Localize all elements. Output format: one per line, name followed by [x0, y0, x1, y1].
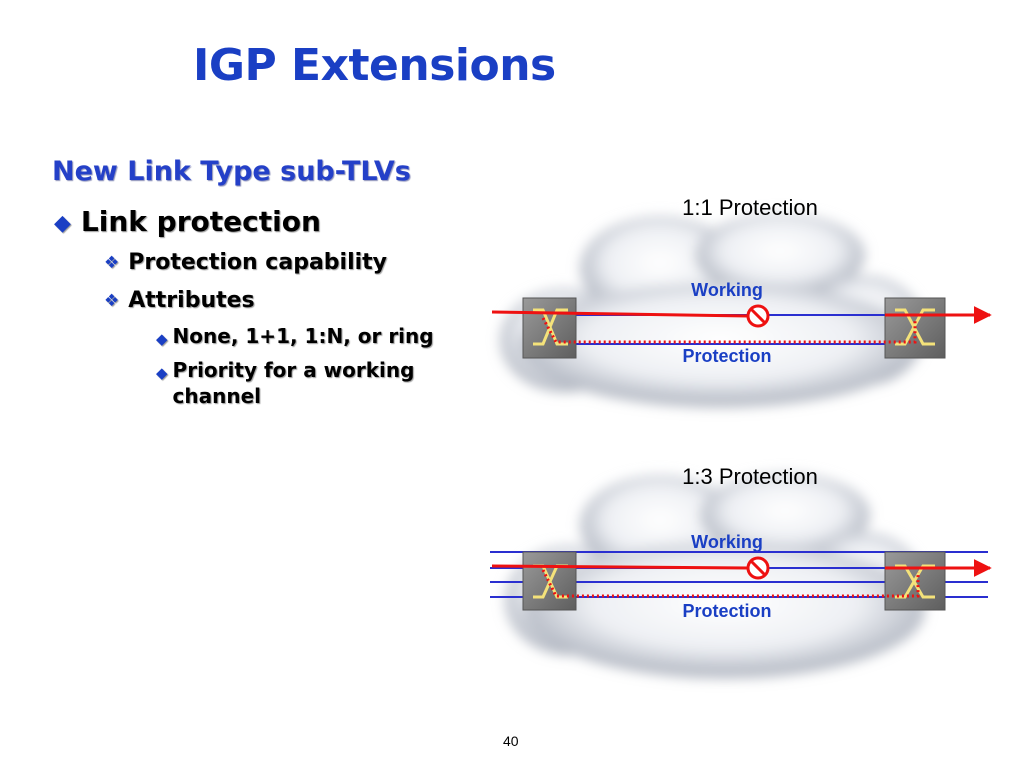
blocked-icon [746, 556, 770, 580]
protection-path [541, 569, 920, 598]
diagram-heading: 1:3 Protection [682, 464, 818, 489]
bullet-attributes: ❖ Attributes [104, 288, 255, 313]
diagram-1-to-3: 1:3 Protection Working Protection [490, 464, 992, 678]
bullet-attribute-types: ◆ None, 1+1, 1:N, or ring [156, 323, 434, 352]
page-number: 40 [503, 733, 519, 749]
diagram-1-to-1: 1:1 Protection Working Protection [491, 195, 992, 407]
section-heading: New Link Type sub-TLVs [52, 156, 411, 187]
diamond-bullet-icon: ◆ [54, 211, 71, 236]
diamond-bullet-icon: ◆ [156, 364, 168, 382]
signal-in [491, 564, 749, 570]
four-diamond-bullet-icon: ❖ [104, 291, 120, 311]
switch-left [522, 551, 577, 611]
four-diamond-bullet-icon: ❖ [104, 253, 120, 273]
protection-path [541, 317, 917, 344]
signal-in [491, 310, 749, 318]
blocked-icon [746, 304, 770, 328]
switch-right [884, 551, 946, 611]
bullet-protection-capability: ❖ Protection capability [104, 250, 388, 275]
working-label: Working [691, 532, 763, 552]
diamond-bullet-icon: ◆ [156, 330, 168, 348]
switch-left [522, 297, 577, 359]
slide-title: IGP Extensions [193, 40, 556, 91]
protection-label: Protection [682, 601, 771, 621]
working-label: Working [691, 280, 763, 300]
diagram-heading: 1:1 Protection [682, 195, 818, 220]
bullet-link-protection: ◆ Link protection [54, 205, 321, 238]
protection-label: Protection [682, 346, 771, 366]
